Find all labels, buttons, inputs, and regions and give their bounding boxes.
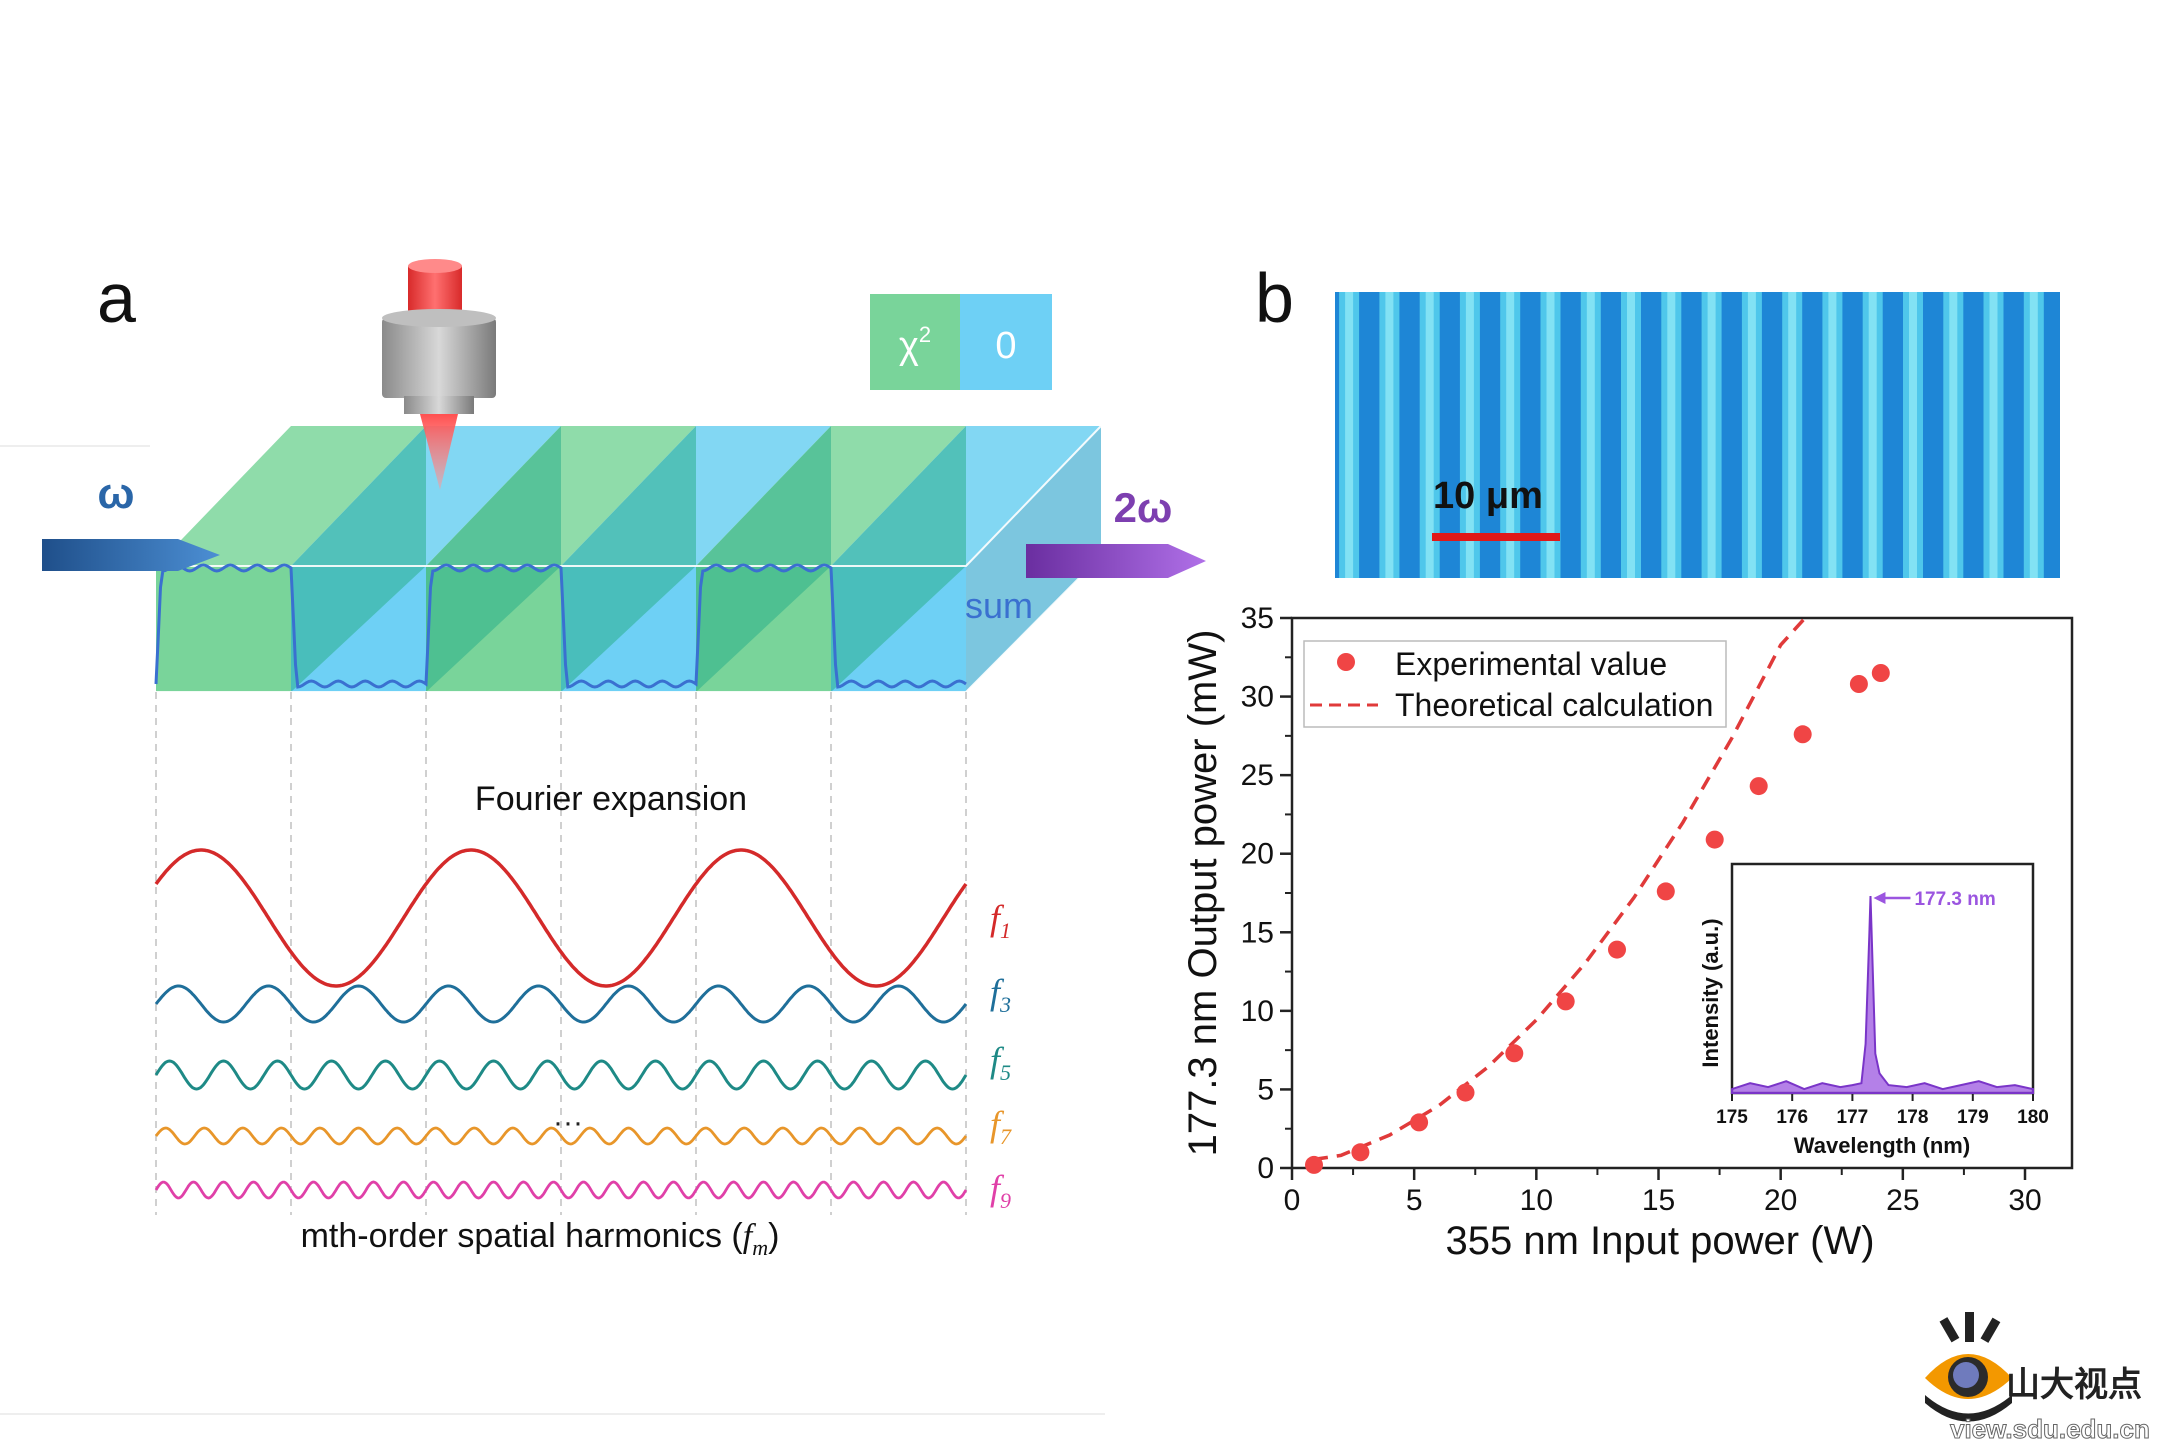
harmonic-labels: f1 f3 f5 f7 f9	[990, 898, 1012, 1213]
output-beam-2omega: 2ω	[1026, 484, 1206, 578]
data-point	[1871, 664, 1890, 682]
harmonics-ellipsis: ···	[553, 1106, 583, 1139]
chi2-legend-label: χ	[899, 325, 919, 367]
zero-legend-box	[960, 294, 1052, 390]
scale-bar	[1432, 533, 1560, 541]
data-point	[1556, 992, 1575, 1011]
data-point	[1849, 675, 1868, 693]
harmonic-f5-label: f5	[990, 1040, 1011, 1085]
harmonic-f9-wave	[154, 1180, 968, 1200]
theory-curve	[1313, 616, 1808, 1162]
harmonic-f1-wave	[154, 848, 968, 988]
harmonic-f9-label: f9	[990, 1168, 1011, 1213]
domain-walls	[291, 426, 966, 692]
inset-x-tick-label: 179	[1957, 1107, 1989, 1128]
sum-label: sum	[965, 585, 1033, 626]
main-y-tick-label: 25	[1241, 759, 1274, 792]
spectrum-inset: 175 176 177 178 179 180 177.3 nm Wavelength (…	[1698, 862, 2049, 1158]
svg-text:χ2: χ2	[899, 322, 931, 367]
main-x-tick-label: 30	[2008, 1184, 2041, 1217]
main-x-tick-label: 25	[1886, 1184, 1919, 1217]
inset-x-tick-label: 177	[1837, 1107, 1869, 1128]
data-point	[1505, 1044, 1524, 1063]
main-y-axis-label: 177.3 nm Output power (mW)	[1181, 630, 1225, 1157]
data-point	[1410, 1113, 1429, 1132]
harmonic-f1-label: f1	[990, 898, 1011, 943]
harmonic-f3-wave	[154, 984, 968, 1024]
main-x-tick-label: 15	[1642, 1184, 1675, 1217]
domain-micrograph: 10 μm	[1335, 292, 2060, 578]
main-x-tick-label: 0	[1284, 1184, 1301, 1217]
harmonic-f7-wave	[154, 1126, 968, 1146]
harmonics-caption-end: )	[768, 1217, 779, 1255]
legend-experimental-label: Experimental value	[1395, 646, 1667, 682]
peak-annotation-label: 177.3 nm	[1914, 889, 1995, 910]
main-x-axis-label: 355 nm Input power (W)	[1445, 1219, 1874, 1263]
harmonic-f7-label: f7	[990, 1104, 1012, 1149]
spatial-harmonics	[154, 848, 968, 1200]
micrograph-stripes	[1339, 292, 2044, 578]
main-x-tick-label: 10	[1520, 1184, 1553, 1217]
data-point	[1608, 940, 1626, 959]
main-y-tick-label: 0	[1257, 1152, 1274, 1185]
omega-label: ω	[97, 469, 134, 518]
legend-marker-experimental	[1337, 653, 1355, 671]
svg-text:mth-order spatial harmonics (f: mth-order spatial harmonics (fm)	[301, 1217, 780, 1260]
sum-waveform	[154, 563, 967, 689]
two-omega-label: 2ω	[1114, 484, 1173, 531]
harmonic-f5-wave	[154, 1059, 968, 1091]
scale-bar-label: 10 μm	[1433, 475, 1543, 517]
chi2-legend-sup: 2	[919, 322, 931, 347]
data-point	[1351, 1143, 1370, 1162]
inset-x-tick-label: 180	[2017, 1107, 2049, 1128]
main-y-tick-label: 10	[1241, 995, 1274, 1028]
main-y-tick-label: 20	[1241, 838, 1274, 871]
material-legend: χ2 0	[870, 294, 1052, 390]
data-point	[1705, 830, 1724, 849]
inset-x-tick-label: 175	[1716, 1107, 1748, 1128]
legend-theoretical-label: Theoretical calculation	[1395, 687, 1713, 723]
peak-annotation: 177.3 nm	[1873, 889, 1996, 910]
watermark-url: view.sdu.edu.cn	[1950, 1414, 2150, 1444]
inset-x-tick-label: 178	[1897, 1107, 1929, 1128]
fourier-expansion-label: Fourier expansion	[475, 780, 747, 818]
main-y-tick-label: 15	[1241, 916, 1274, 949]
power-scaling-chart: 0 5 10 15 20 25 30 0 5 10 15 20 25 30 35 355 nm Input …	[1181, 602, 2074, 1263]
data-point	[1656, 882, 1675, 901]
harmonics-caption: mth-order spatial harmonics (	[301, 1217, 744, 1255]
chi2-legend-box	[870, 294, 960, 390]
watermark-cn: 山大视点	[2006, 1366, 2142, 1404]
main-x-tick-label: 5	[1406, 1184, 1423, 1217]
inset-x-tick-label: 176	[1776, 1107, 1808, 1128]
watermark-logo: 山大视点 view.sdu.edu.cn	[1925, 1312, 2150, 1445]
panel-b-label: b	[1255, 259, 1294, 337]
data-point	[1456, 1083, 1475, 1102]
laser-writing-objective	[382, 259, 496, 490]
panel-a-label: a	[97, 259, 136, 337]
main-y-tick-label: 30	[1241, 681, 1274, 714]
data-point	[1793, 725, 1812, 744]
main-y-tick-label: 35	[1241, 602, 1274, 635]
data-point	[1305, 1155, 1323, 1174]
crystal-block	[154, 425, 1102, 693]
inset-y-axis-label: Intensity (a.u.)	[1698, 918, 1723, 1067]
input-beam-omega: ω	[42, 469, 220, 571]
main-x-tick-label: 20	[1764, 1184, 1797, 1217]
harmonic-f3-label: f3	[990, 972, 1011, 1017]
spectrum-curve	[1731, 895, 2034, 1094]
main-y-tick-label: 5	[1257, 1073, 1274, 1106]
eye-logo-icon	[1925, 1312, 2012, 1422]
inset-x-axis-label: Wavelength (nm)	[1794, 1133, 1970, 1158]
data-point	[1749, 777, 1768, 796]
zero-legend-label: 0	[995, 325, 1016, 367]
main-legend: Experimental value Theoretical calculati…	[1303, 640, 1727, 728]
harmonics-caption-m: m	[752, 1235, 768, 1260]
